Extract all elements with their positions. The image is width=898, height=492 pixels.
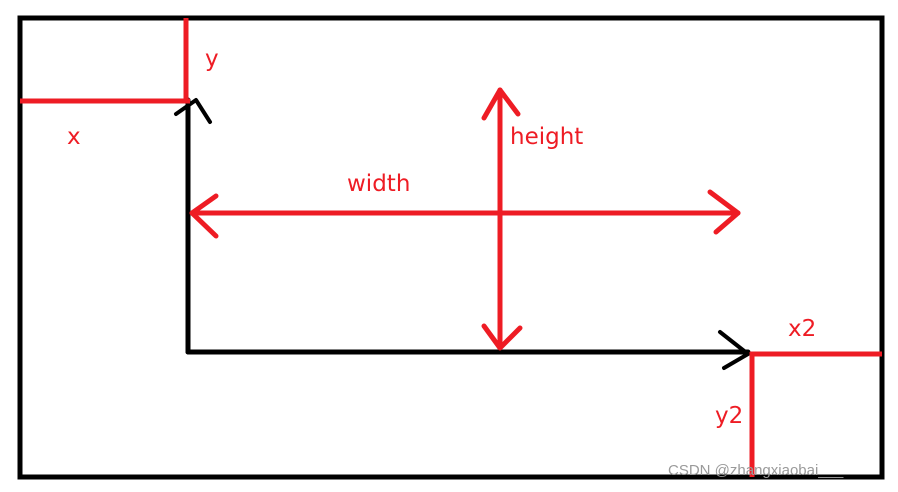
- outer-frame: [17, 15, 885, 480]
- rect-left-edge: [174, 97, 212, 355]
- watermark: CSDN @zhangxiaobai___: [668, 462, 844, 479]
- label-y: y: [205, 46, 219, 72]
- label-width: width: [347, 171, 411, 197]
- label-y2: y2: [715, 403, 744, 429]
- label-x2: x2: [788, 316, 817, 342]
- rect-bottom-edge: [185, 330, 751, 370]
- width-arrow: [189, 189, 741, 239]
- height-arrow: [481, 87, 523, 351]
- label-height: height: [510, 124, 584, 150]
- label-x: x: [67, 124, 81, 150]
